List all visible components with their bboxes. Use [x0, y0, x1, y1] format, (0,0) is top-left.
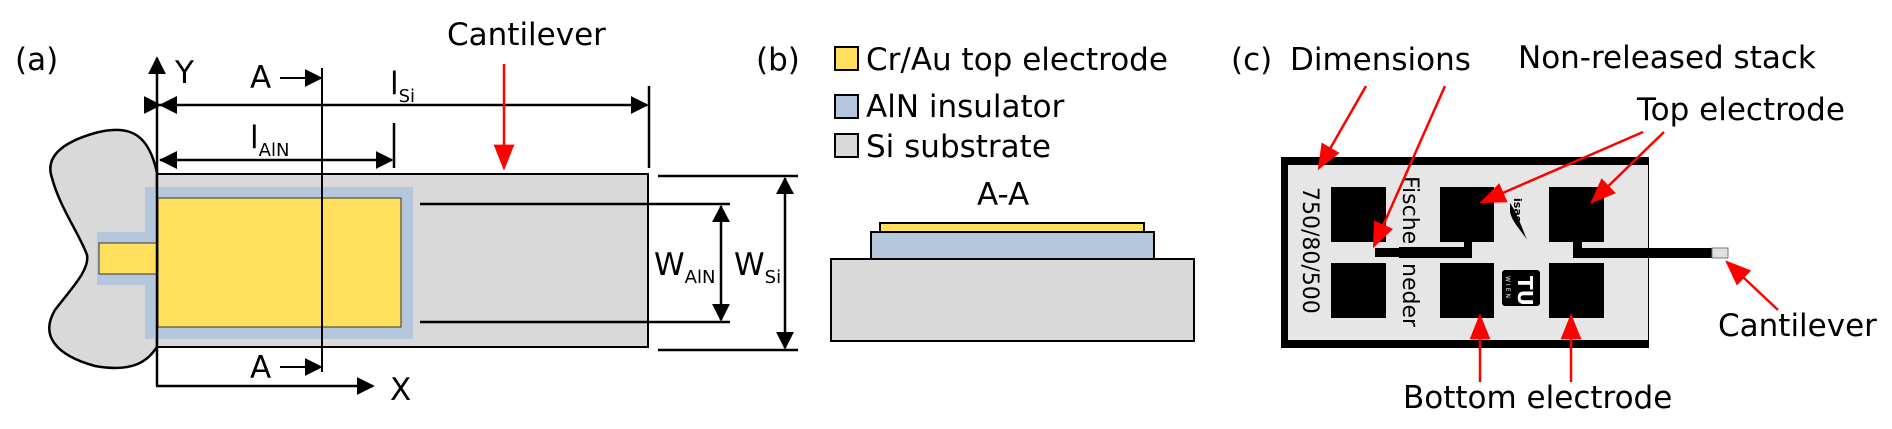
stack-trace-stub: [1375, 248, 1399, 257]
cross-section-insulator: [870, 231, 1155, 260]
section-title: A-A: [977, 177, 1029, 213]
panel-c-tag: (c): [1231, 42, 1272, 78]
tu-wien-logo: TU WIEN: [1502, 270, 1540, 306]
l-aln-arrowhead-left: [159, 151, 177, 169]
panel-a: (a) Y X A A lSi lAlN Cantile: [15, 17, 798, 408]
l-si-label: lSi: [390, 66, 415, 107]
cantilever-beam: [1573, 248, 1713, 258]
legend-swatch-insulator: [834, 94, 859, 119]
legend-label-electrode: Cr/Au top electrode: [866, 42, 1168, 78]
chip-dimensions-text: 750/80/500: [1297, 187, 1322, 314]
w-aln-arrowhead-top: [712, 205, 730, 222]
l-aln-label: lAlN: [250, 120, 289, 161]
non-released-stack-label: Non-released stack: [1518, 40, 1816, 76]
pad-1-2: [1440, 187, 1494, 242]
l-si-arrowhead-left: [159, 96, 177, 114]
cross-section-electrode: [879, 222, 1145, 233]
w-si-arrowhead-top: [776, 177, 794, 194]
non-released-stack-pointer-arrow: [1372, 85, 1447, 249]
stack-trace: [1399, 247, 1472, 258]
top-electrode-pointer-arrow-1: [1479, 130, 1644, 204]
section-marker-top: A: [250, 60, 271, 96]
isas-logo: isas: [1510, 198, 1527, 240]
x-axis-label: X: [390, 372, 411, 408]
svg-text:isas: isas: [1511, 198, 1524, 223]
pad-1-3: [1549, 187, 1604, 242]
cross-section-substrate: [830, 258, 1195, 342]
pad-2-2: [1440, 263, 1494, 318]
w-aln-label: WAlN: [654, 247, 715, 288]
dimensions-pointer-arrow: [1317, 85, 1368, 171]
legend: Cr/Au top electrode AlN insulator Si sub…: [834, 42, 1168, 165]
legend-swatch-electrode: [834, 46, 859, 71]
section-marker-bottom: A: [250, 350, 271, 386]
pad-2-3: [1549, 263, 1604, 318]
panel-b-tag: (b): [756, 42, 800, 78]
stack-trace-riser: [1464, 241, 1472, 258]
bottom-electrode-label: Bottom electrode: [1403, 380, 1672, 416]
legend-label-insulator: AlN insulator: [866, 89, 1065, 125]
pad-1-1: [1331, 187, 1386, 242]
panel-c: (c) Dimensions Non-released stack Top el…: [1231, 40, 1877, 416]
legend-swatch-substrate: [834, 133, 859, 158]
panel-a-tag: (a): [15, 42, 58, 78]
chip-name-bottom: neder: [1397, 263, 1422, 328]
top-electrode-pad: [157, 197, 402, 328]
legend-label-substrate: Si substrate: [866, 129, 1051, 165]
cantilever-tip: [1711, 247, 1729, 259]
svg-text:TU: TU: [1513, 276, 1537, 306]
svg-text:WIEN: WIEN: [1504, 276, 1511, 300]
cantilever-pointer-arrow-c: [1725, 260, 1779, 311]
cantilever-label: Cantilever: [447, 17, 606, 53]
pad-2-1: [1331, 263, 1386, 318]
top-electrode-lead: [98, 242, 159, 275]
top-electrode-pointer-arrow-2: [1590, 131, 1665, 204]
cantilever-label-c: Cantilever: [1718, 308, 1877, 344]
panel-b: (b) Cr/Au top electrode AlN insulator Si…: [756, 42, 1195, 342]
dimensions-label: Dimensions: [1290, 42, 1471, 78]
w-si-label: WSi: [734, 247, 781, 288]
y-axis-label: Y: [174, 55, 194, 91]
top-electrode-label: Top electrode: [1636, 92, 1845, 128]
